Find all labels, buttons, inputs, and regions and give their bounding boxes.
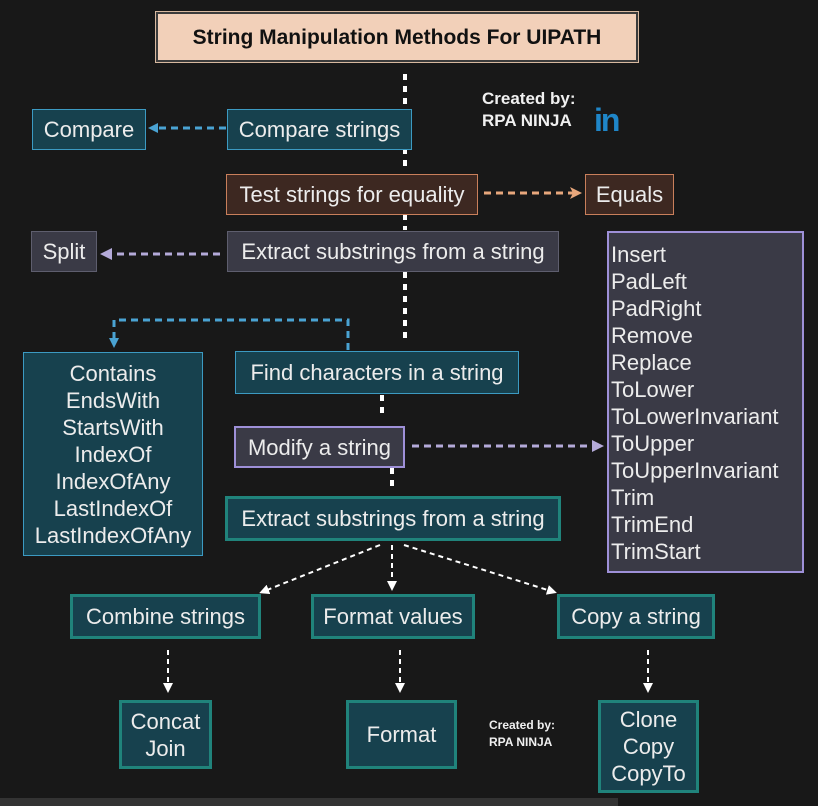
node-extract-substrings-2: Extract substrings from a string [225,496,561,541]
scrollbar-track [0,798,618,806]
credit-label: Created by: [482,89,576,108]
modify-method: TrimStart [611,539,701,564]
arrow-to-find-methods [109,318,350,350]
credit-bottom: Created by: RPA NINJA [489,717,555,751]
modify-method: PadLeft [611,269,687,294]
find-method: LastIndexOf [53,495,173,521]
credit-author: RPA NINJA [482,111,572,130]
modify-method: Remove [611,323,693,348]
credit-author: RPA NINJA [489,735,553,749]
node-format: Format [346,700,457,769]
find-method: IndexOfAny [55,468,171,494]
combine-methods-list: Concat Join [119,700,212,769]
node-copy-string: Copy a string [557,594,715,639]
node-equals: Equals [585,174,674,215]
copy-method: Clone [619,707,678,732]
combine-method: Join [145,735,186,761]
node-test-equality: Test strings for equality [226,174,478,215]
copy-method: Copy [622,734,675,759]
modify-method: PadRight [611,296,702,321]
modify-method: Replace [611,350,692,375]
modify-method: Trim [611,485,655,510]
arrow-to-combine [259,544,381,595]
find-method: Contains [69,360,157,386]
modify-method: ToUpperInvariant [611,458,779,483]
node-combine-strings: Combine strings [70,594,261,639]
diagram-title: String Manipulation Methods For UIPATH [155,11,639,63]
arrow-to-copy [403,544,557,595]
modify-method: Insert [611,242,667,267]
find-methods-list: Contains EndsWith StartsWith IndexOf Ind… [23,352,203,556]
node-extract-substrings: Extract substrings from a string [227,231,559,272]
node-split: Split [31,231,97,272]
node-modify-string: Modify a string [234,426,405,468]
combine-method: Concat [130,708,201,734]
node-compare-strings: Compare strings [227,109,412,150]
modify-method: ToLower [611,377,695,402]
modify-method: TrimEnd [611,512,694,537]
modify-method: ToUpper [611,431,695,456]
modify-methods-list: Insert PadLeft PadRight Remove Replace T… [607,231,804,573]
copy-methods-list: Clone Copy CopyTo [598,700,699,793]
find-method: EndsWith [65,387,161,413]
node-find-characters: Find characters in a string [235,351,519,394]
credit-label: Created by: [489,718,556,732]
find-method: LastIndexOfAny [34,522,192,548]
credit-top: Created by: RPA NINJA [482,88,576,132]
find-method: StartsWith [62,414,164,440]
modify-method: ToLowerInvariant [611,404,779,429]
find-method: IndexOf [74,441,152,467]
copy-method: CopyTo [611,761,686,786]
linkedin-icon: in [594,102,620,138]
node-compare: Compare [32,109,146,150]
node-format-values: Format values [311,594,475,639]
